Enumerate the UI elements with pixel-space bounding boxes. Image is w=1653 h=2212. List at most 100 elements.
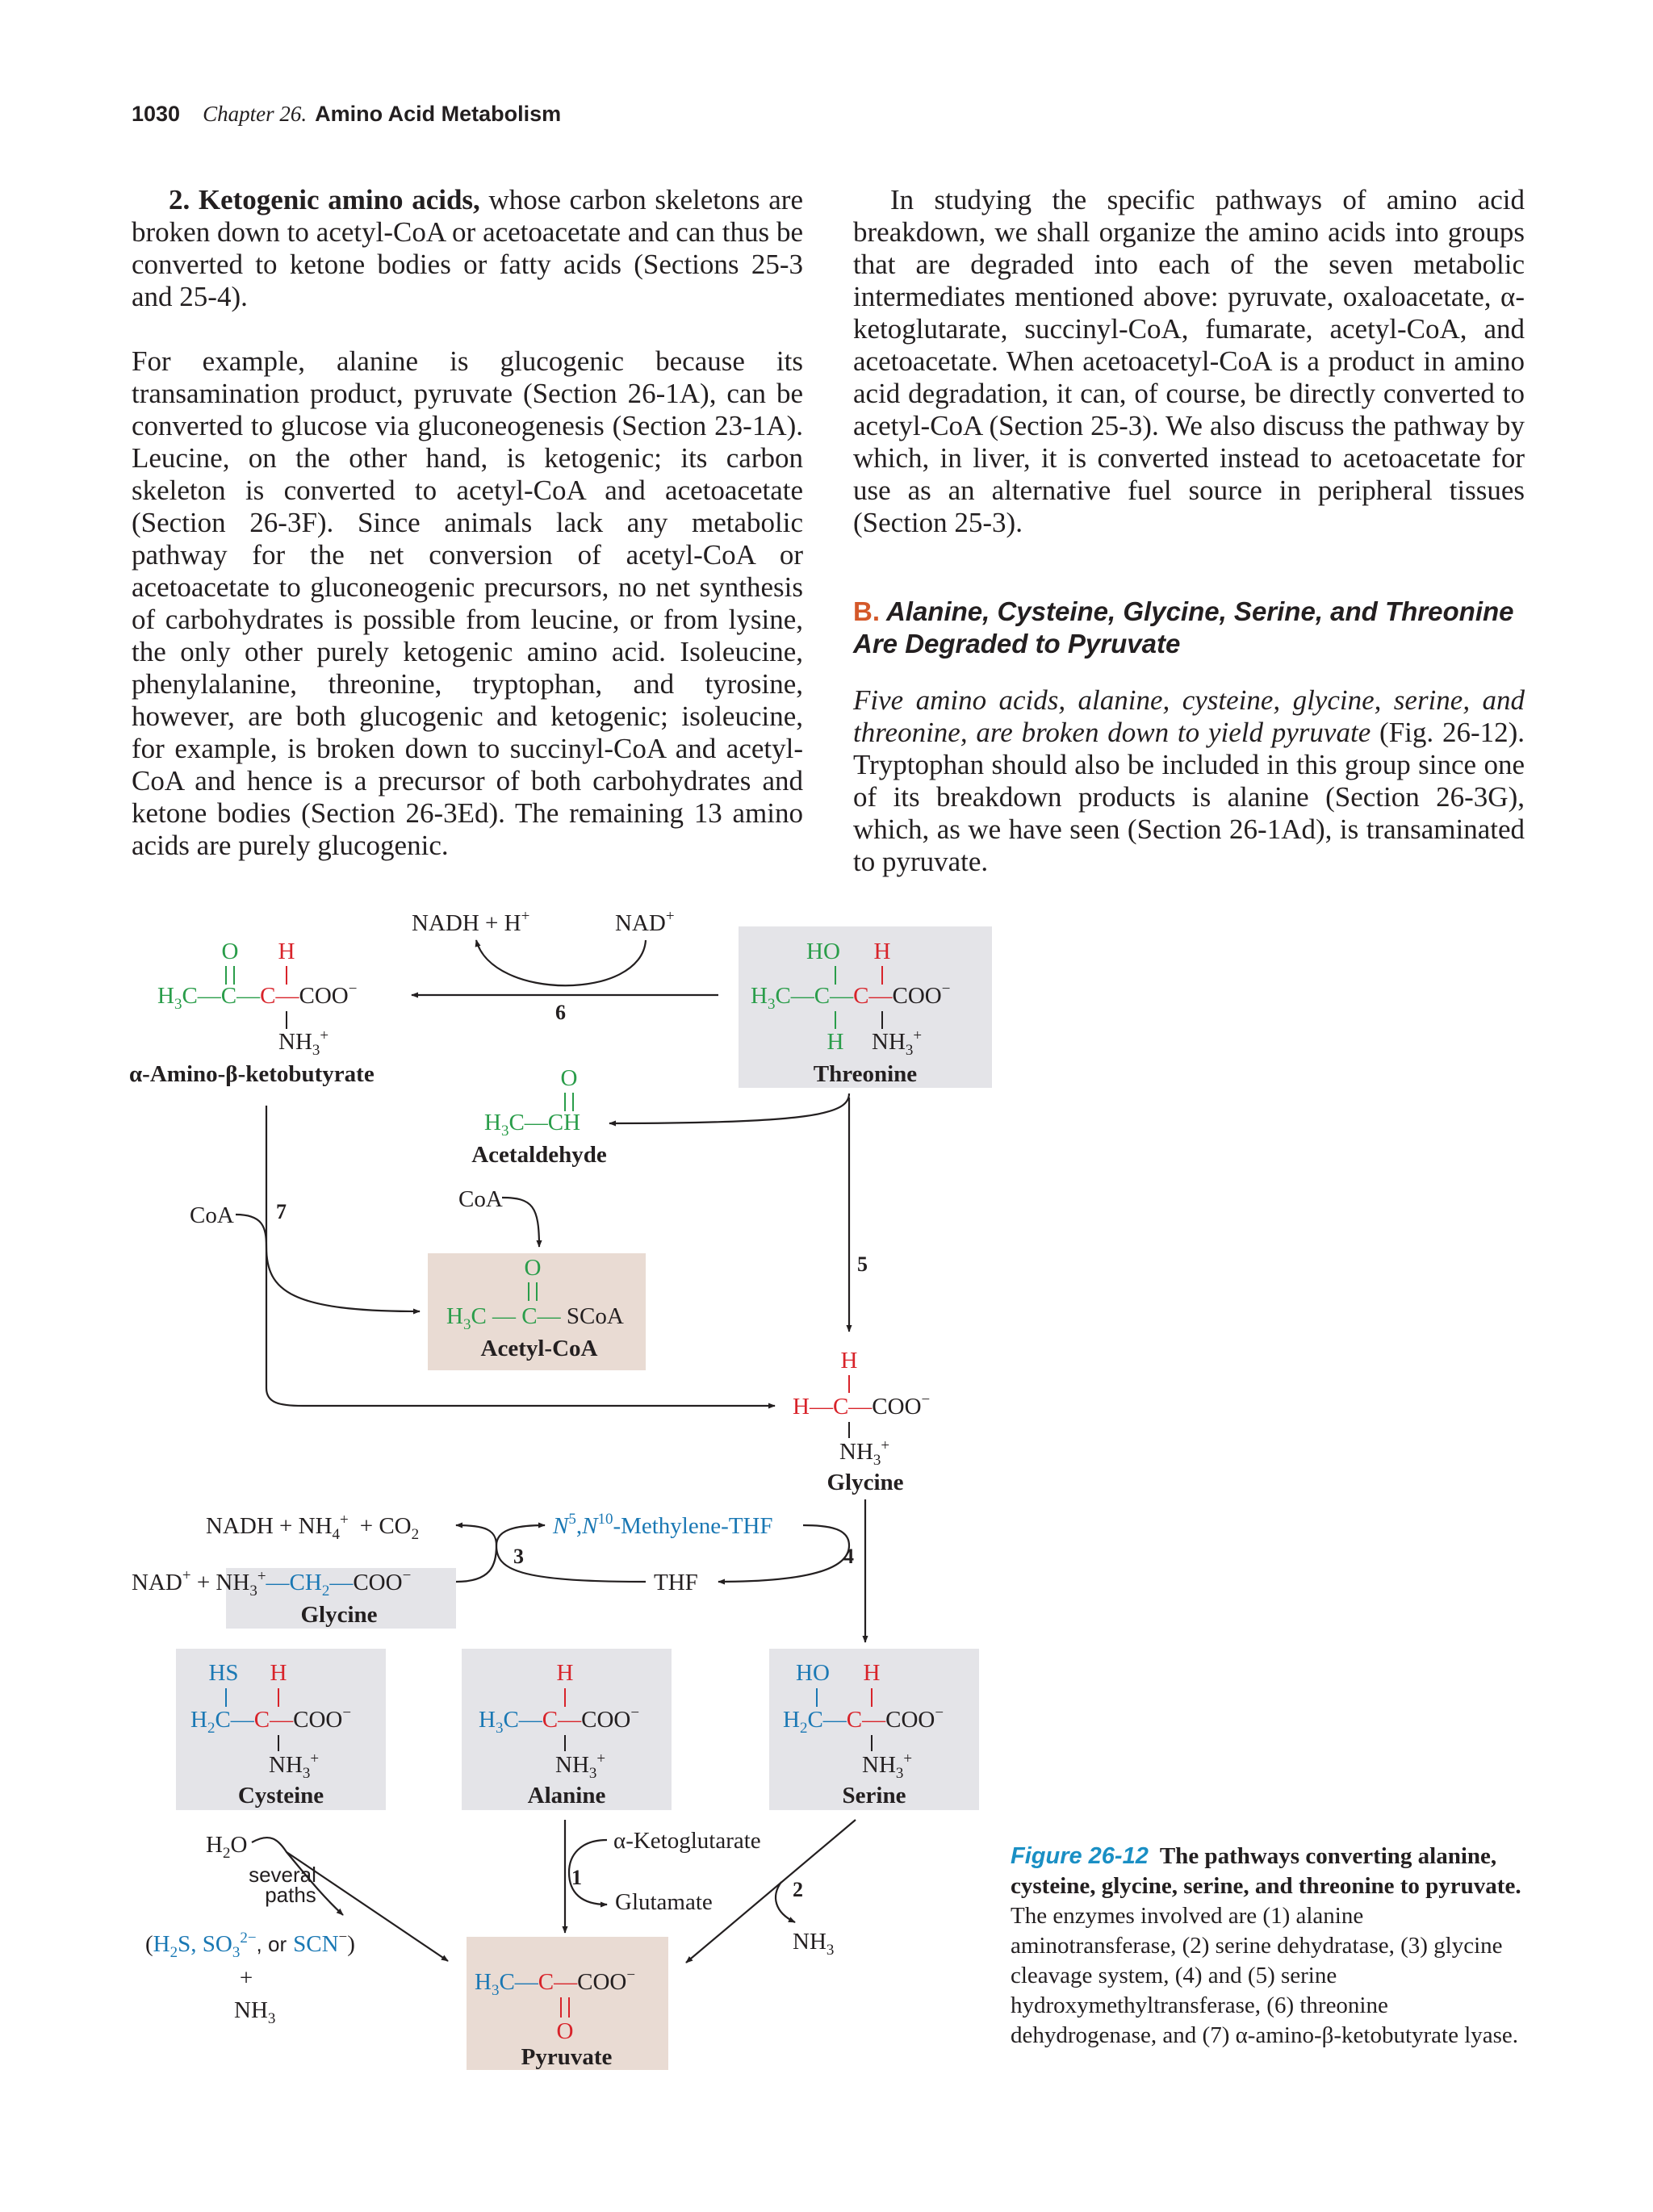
enzyme-5: 5 <box>857 1252 868 1276</box>
svg-text:H2C—C—COO−: H2C—C—COO− <box>190 1704 351 1737</box>
acetyl-coa-structure: O H3C — C— SCoA Acetyl-CoA <box>446 1255 624 1361</box>
svg-text:H3C—C—COO−: H3C—C—COO− <box>479 1704 639 1737</box>
acetyl-coa-box <box>428 1253 646 1370</box>
glycine-cleavage-cycle: NADH + NH4++ CO2 NAD+ + NH3+—CH2—COO− Gl… <box>132 1499 868 1643</box>
glycine-top-label: Glycine <box>826 1470 903 1495</box>
svg-text:O: O <box>525 1255 542 1281</box>
enzyme-7: 7 <box>276 1200 287 1223</box>
svg-text:H3C — C— SCoA: H3C — C— SCoA <box>446 1303 624 1333</box>
enzyme-2: 2 <box>793 1878 803 1901</box>
alpha-ketoglutarate-cofactor: α-Ketoglutarate <box>613 1828 761 1854</box>
nad-cofactor: NAD+ <box>615 908 675 936</box>
threonine-structure: HO H H3C—C—C—COO− H NH3+ Threonine <box>751 939 950 1087</box>
svg-text:H3C—C—C—COO−: H3C—C—C—COO− <box>157 981 357 1013</box>
svg-text:H3C—C—C—COO−: H3C—C—C—COO− <box>751 981 950 1013</box>
reaction-7: CoA 7 <box>190 1106 776 1409</box>
section-letter: B. <box>853 596 880 626</box>
acetaldehyde-label: Acetaldehyde <box>471 1142 607 1168</box>
svg-text:HS: HS <box>208 1660 238 1686</box>
pathway-diagram: O H H3C—C—C—COO− NH3+ α-Amino-β-ketobuty… <box>129 908 992 2070</box>
thf-cofactor: THF <box>654 1570 698 1595</box>
serine-box <box>769 1649 979 1810</box>
svg-text:NH3+: NH3+ <box>555 1750 605 1782</box>
compound-boxes <box>176 926 992 2070</box>
glycine-bottom-formula: NAD+ + NH3+—CH2—COO− <box>132 1567 411 1599</box>
svg-text:H3C—CH: H3C—CH <box>484 1110 580 1139</box>
svg-text:H3C—C—COO−: H3C—C—COO− <box>475 1967 635 1999</box>
svg-text:NH3+: NH3+ <box>278 1027 329 1059</box>
svg-text:H—C—COO−: H—C—COO− <box>793 1391 930 1420</box>
pyruvate-paragraph: Five amino acids, alanine, cysteine, gly… <box>853 684 1525 878</box>
several-paths-1: several <box>249 1863 316 1887</box>
svg-text:O: O <box>557 2018 574 2044</box>
alanine-structure: H H3C—C—COO− NH3+ Alanine <box>479 1660 639 1808</box>
chapter-title: Amino Acid Metabolism <box>315 102 562 126</box>
right-column: In studying the specific pathways of ami… <box>853 184 1525 878</box>
ketobutyrate-label: α-Amino-β-ketobutyrate <box>129 1061 375 1087</box>
glycine-bottom-label: Glycine <box>300 1602 377 1628</box>
left-column: 2. Ketogenic amino acids, whose carbon s… <box>132 184 803 862</box>
svg-text:H: H <box>270 1660 287 1686</box>
h2o-cofactor: H2O <box>206 1832 247 1862</box>
svg-text:H: H <box>874 939 891 964</box>
coa-left-cofactor: CoA <box>190 1202 234 1228</box>
svg-text:H2C—C—COO−: H2C—C—COO− <box>783 1704 944 1737</box>
threonine-label: Threonine <box>814 1061 918 1087</box>
nadh-nh4-co2-cofactor: NADH + NH4++ CO2 <box>206 1512 419 1543</box>
nadh-h-cofactor: NADH + H+ <box>412 908 529 936</box>
methylene-thf-cofactor: N5,N10-Methylene-THF <box>552 1511 773 1539</box>
svg-text:H: H <box>827 1029 844 1055</box>
intro-paragraph: In studying the specific pathways of ami… <box>853 184 1525 538</box>
acetyl-coa-label: Acetyl-CoA <box>481 1336 598 1361</box>
enzyme-3: 3 <box>513 1545 524 1568</box>
nh3-left-product: NH3 <box>234 1997 275 2027</box>
svg-text:H: H <box>278 939 295 964</box>
figure-title: The pathways converting alanine, cystein… <box>1011 1843 1521 1899</box>
section-title: Alanine, Cysteine, Glycine, Serine, and … <box>853 596 1514 659</box>
svg-text:H: H <box>864 1660 881 1686</box>
serine-pathway: 2 NH3 <box>685 1819 856 1963</box>
acetaldehyde-structure: O H3C—CH Acetaldehyde <box>471 1065 607 1168</box>
ketobutyrate-structure: O H H3C—C—C—COO− NH3+ α-Amino-β-ketobuty… <box>129 939 375 1087</box>
running-head: 1030 Chapter 26. Amino Acid Metabolism <box>132 102 561 127</box>
cysteine-structure: HS H H2C—C—COO− NH3+ Cysteine <box>190 1660 351 1808</box>
coa-mid-cofactor: CoA <box>458 1186 503 1212</box>
alanine-pathway: α-Ketoglutarate Glutamate 1 <box>562 1820 761 1934</box>
several-paths-2: paths <box>265 1883 316 1907</box>
svg-text:O: O <box>222 939 239 964</box>
figure-label: Figure 26-12 <box>1011 1843 1149 1869</box>
pyruvate-italic: Five amino acids, alanine, cysteine, gly… <box>853 684 1525 748</box>
pyruvate-label: Pyruvate <box>521 2044 613 2070</box>
reaction-6: NADH + H+ NAD+ 6 <box>411 908 718 1024</box>
cysteine-box <box>176 1649 386 1810</box>
page-number: 1030 <box>132 102 181 126</box>
svg-text:O: O <box>561 1065 578 1091</box>
pyruvate-structure: H3C—C—COO− O Pyruvate <box>475 1967 635 2070</box>
svg-text:+: + <box>240 1965 253 1991</box>
ketogenic-lead: 2. Ketogenic amino acids, <box>169 184 480 215</box>
pyruvate-text: (Fig. 26-12). Tryptophan should also be … <box>853 717 1525 877</box>
ketogenic-paragraph: 2. Ketogenic amino acids, whose carbon s… <box>132 184 803 313</box>
svg-text:HO: HO <box>806 939 840 964</box>
threonine-box <box>739 926 992 1088</box>
figure-text: The enzymes involved are (1) alanine ami… <box>1011 1903 1519 2048</box>
glycine-bottom-box <box>226 1568 456 1629</box>
serine-label: Serine <box>843 1783 906 1808</box>
alanine-box <box>462 1649 672 1810</box>
cysteine-label: Cysteine <box>238 1783 324 1808</box>
enzyme-4: 4 <box>843 1545 854 1568</box>
glycine-top-structure: H H—C—COO− NH3+ Glycine <box>793 1348 930 1495</box>
enzyme-1: 1 <box>571 1866 582 1889</box>
nh3-right-product: NH3 <box>793 1929 834 1959</box>
enzyme-6: 6 <box>555 1001 566 1024</box>
section-heading: B. Alanine, Cysteine, Glycine, Serine, a… <box>853 596 1525 660</box>
svg-text:NH3+: NH3+ <box>872 1027 922 1059</box>
svg-text:HO: HO <box>796 1660 830 1686</box>
svg-text:NH3+: NH3+ <box>839 1437 889 1469</box>
pyruvate-box <box>467 1937 668 2070</box>
ketogenic-text: whose carbon skeletons are broken down t… <box>132 184 803 312</box>
chapter-label: Chapter 26. <box>203 102 308 126</box>
